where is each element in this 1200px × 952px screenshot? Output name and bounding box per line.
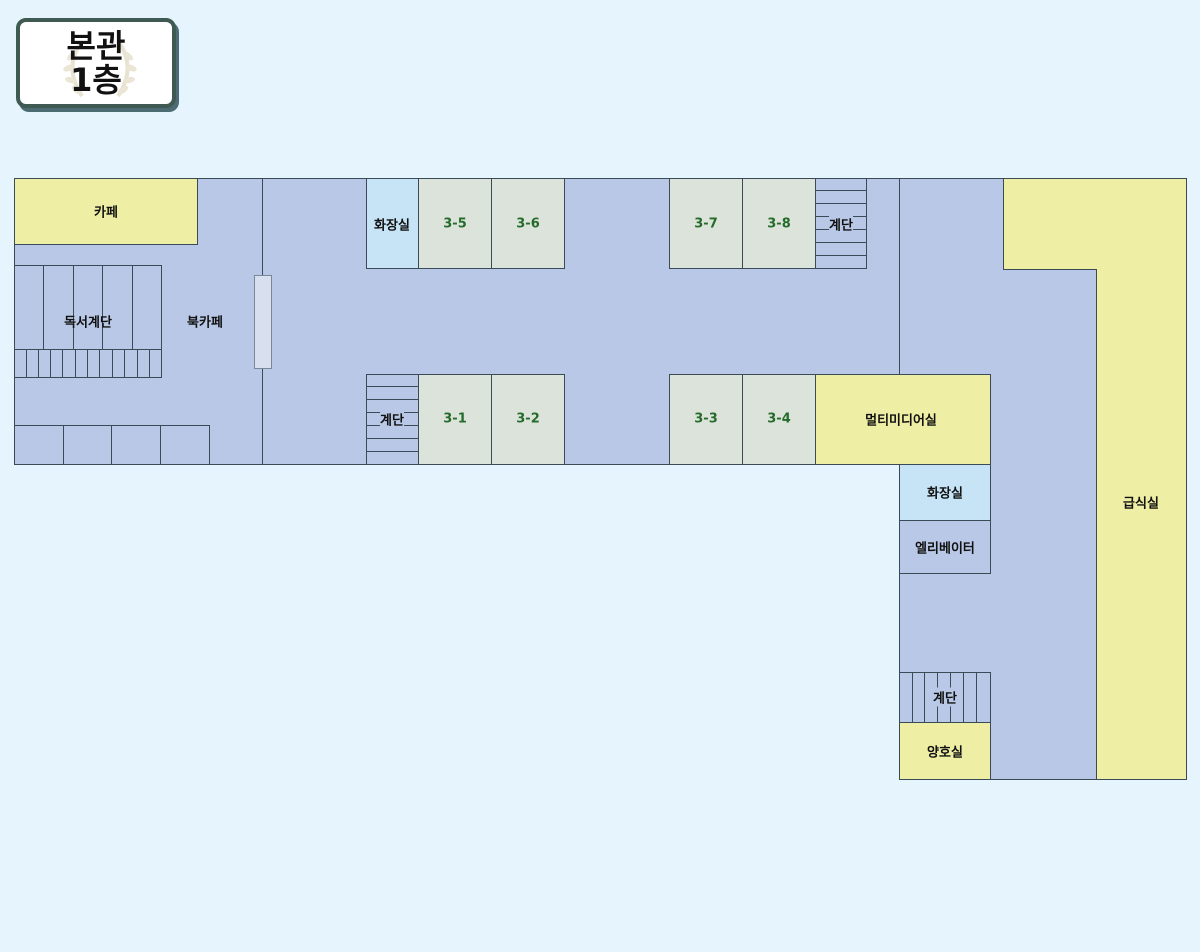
floor-number: 1층 [70, 61, 122, 99]
classroom-3-1[interactable] [418, 374, 492, 465]
stair-step [124, 349, 125, 378]
stair-step [87, 349, 88, 378]
stair-step [366, 451, 419, 452]
seat-box [160, 425, 210, 465]
cafe-room[interactable] [14, 178, 198, 245]
multimedia-room[interactable] [815, 374, 991, 465]
stair-step [149, 349, 150, 378]
cafeteria-room[interactable] [1003, 178, 1188, 781]
stair-step [815, 203, 867, 204]
nurse-office[interactable] [899, 722, 991, 780]
seat-box [14, 425, 64, 465]
classroom-3-6[interactable] [491, 178, 565, 269]
restroom-top[interactable] [366, 178, 419, 269]
restroom-right-label: 화장실 [927, 486, 963, 502]
stair-divider [73, 265, 74, 349]
stair-step [26, 349, 27, 378]
stair-step [38, 349, 39, 378]
classroom-3-8[interactable] [742, 178, 816, 269]
stair-step [75, 349, 76, 378]
stair-step [815, 242, 867, 243]
elevator[interactable] [899, 520, 991, 574]
stairs-right-label: 계단 [933, 687, 957, 707]
classroom-3-5-label: 3-5 [443, 216, 467, 232]
stair-divider [102, 265, 103, 349]
classroom-3-8-label: 3-8 [767, 216, 791, 232]
stair-step [912, 672, 913, 723]
book-cafe-label: 북카페 [187, 315, 223, 331]
stair-divider [43, 265, 44, 349]
stair-step [924, 672, 925, 723]
stairs-bottom-label: 계단 [380, 409, 404, 429]
classroom-3-5[interactable] [418, 178, 492, 269]
cafeteria-label: 급식실 [1123, 496, 1159, 512]
stair-step [62, 349, 63, 378]
classroom-3-7-label: 3-7 [694, 216, 718, 232]
book-cafe-door[interactable] [254, 275, 272, 369]
elevator-label: 엘리베이터 [915, 541, 975, 557]
laurel-wreath-icon [63, 42, 137, 98]
stair-divider [132, 265, 133, 349]
classroom-3-1-label: 3-1 [443, 411, 467, 427]
multimedia-room-label: 멀티미디어실 [865, 413, 937, 429]
restroom-top-label: 화장실 [374, 218, 410, 234]
floor-badge: 본관 1층 [16, 18, 176, 108]
classroom-3-2-label: 3-2 [516, 411, 540, 427]
seat-box [111, 425, 161, 465]
stair-divider [14, 349, 162, 350]
restroom-right[interactable] [899, 464, 991, 521]
reading-stairs-label: 독서계단 [64, 315, 112, 331]
nurse-office-label: 양호실 [927, 745, 963, 761]
stair-step [976, 672, 977, 723]
stair-step [366, 399, 419, 400]
stair-step [366, 386, 419, 387]
classroom-3-3-label: 3-3 [694, 411, 718, 427]
stair-step [366, 438, 419, 439]
stair-step [50, 349, 51, 378]
building-name: 본관 [66, 27, 126, 65]
cafe-label: 카페 [94, 205, 118, 221]
classroom-3-6-label: 3-6 [516, 216, 540, 232]
classroom-3-4-label: 3-4 [767, 411, 791, 427]
stair-step [112, 349, 113, 378]
stair-step [815, 255, 867, 256]
stair-step [137, 349, 138, 378]
stair-step [815, 190, 867, 191]
seat-box [63, 425, 112, 465]
stair-step [99, 349, 100, 378]
classroom-3-2[interactable] [491, 374, 565, 465]
stair-step [963, 672, 964, 723]
stairs-top-label: 계단 [829, 214, 853, 234]
